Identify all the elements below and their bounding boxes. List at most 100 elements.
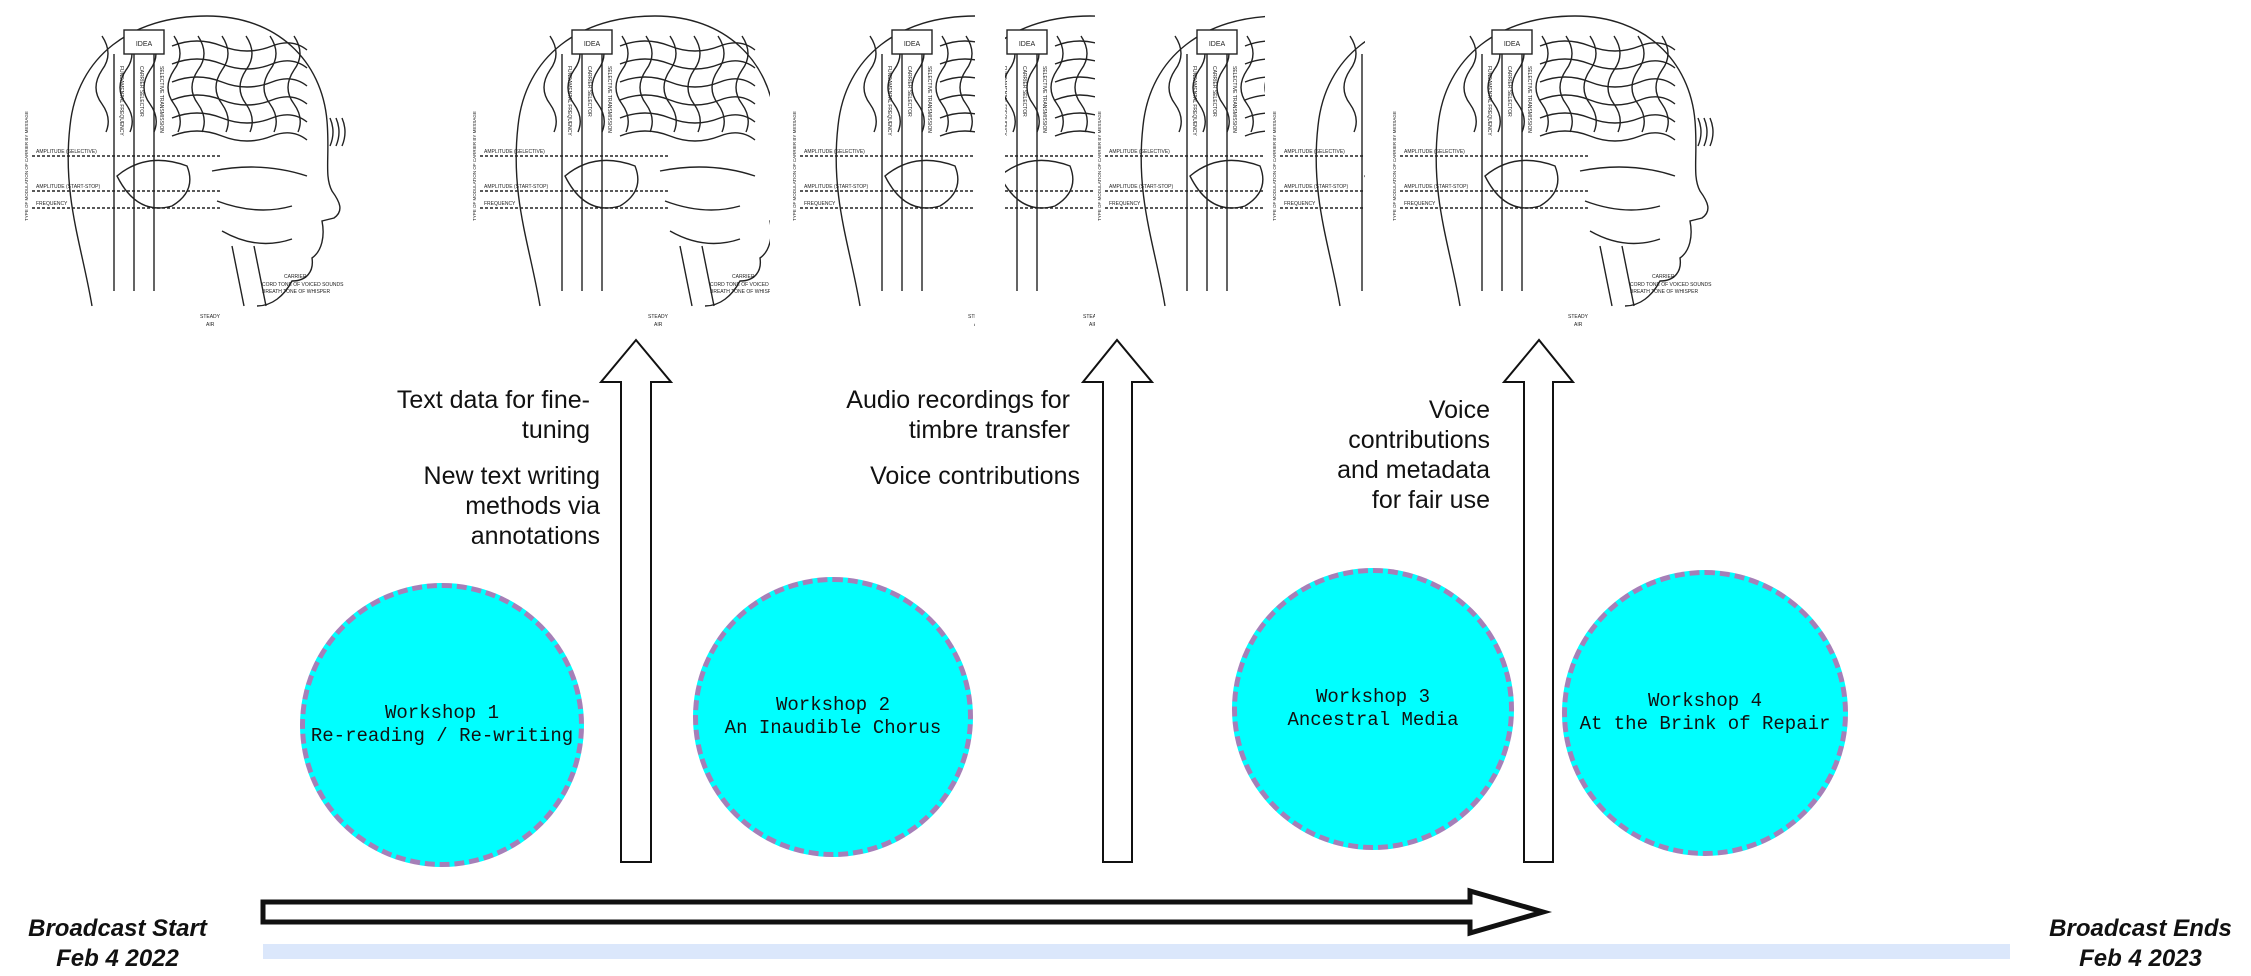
air-label: AIR: [1089, 322, 1095, 328]
vertical-label: SELECTIVE TRANSMISSION: [926, 66, 932, 133]
brain-fold: [619, 58, 756, 70]
jaw: [211, 166, 308, 245]
brain-fold: [1539, 94, 1676, 106]
brain-fold: [263, 35, 277, 133]
workshop-title: Workshop 2: [775, 694, 891, 716]
cerebellum: [884, 159, 959, 209]
side-label: AMPLITUDE (START-STOP): [804, 184, 869, 190]
workshop-title: Workshop 3: [1315, 686, 1431, 708]
vertical-label: FUNDAMENTAL FREQUENCY: [118, 66, 124, 136]
up-arrow-1: [598, 338, 674, 863]
vertical-label: CARRIER SELECTOR: [1211, 66, 1217, 117]
brain-fold: [1343, 35, 1357, 133]
brain-fold: [711, 35, 725, 133]
brain-fold: [1054, 94, 1095, 101]
brain-fold: [619, 112, 756, 124]
cord-label: CORD TONE OF VOICED SOUNDS: [1630, 282, 1712, 288]
brain-fold: [1583, 35, 1597, 133]
side-label: AMPLITUDE (SELECTIVE): [804, 149, 865, 155]
side-label: AMPLITUDE (START-STOP): [1284, 184, 1349, 190]
brain-fold: [171, 130, 308, 142]
vertical-label: CARRIER SELECTOR: [1506, 66, 1512, 117]
brain-fold: [1240, 35, 1254, 133]
note-workshop-3: Voice contributions and metadata for fai…: [1320, 395, 1490, 531]
brain-fold: [1607, 35, 1621, 133]
cerebellum: [1189, 159, 1264, 209]
timeline-arrow: [260, 887, 1553, 937]
brain-fold: [939, 94, 975, 101]
breath-label: BREATH TONE OF WHISPER: [262, 289, 330, 295]
vertical-label: SELECTIVE TRANSMISSION: [1041, 66, 1047, 133]
side-label: AMPLITUDE (START-STOP): [1404, 184, 1469, 190]
workshop-subtitle: Ancestral Media: [1287, 709, 1459, 731]
windpipe: [1599, 245, 1635, 307]
brain-fold: [1054, 76, 1095, 83]
brain-fold: [191, 35, 205, 133]
side-label: FREQUENCY: [1109, 201, 1141, 207]
side-label: AMPLITUDE (START-STOP): [36, 184, 101, 190]
workshop-subtitle: At the Brink of Repair: [1579, 713, 1831, 735]
note-workshop-1: Text data for fine-tuning New text writi…: [370, 385, 600, 567]
side-label: AMPLITUDE (SELECTIVE): [484, 149, 545, 155]
workshop-4-circle: Workshop 4 At the Brink of Repair: [1562, 570, 1848, 856]
idea-label: IDEA: [136, 41, 153, 48]
rotated-label: TYPE OF MODULATION OF CARRIER BY MESSAGE: [1097, 111, 1102, 221]
note-workshop-2: Audio recordings for timbre transfer Voi…: [835, 385, 1080, 507]
jaw: [1579, 166, 1676, 245]
brain-fold: [1539, 112, 1676, 124]
cerebellum: [116, 159, 191, 209]
brain-fold: [1168, 35, 1182, 133]
head-outline: [1140, 15, 1265, 307]
steady-label: STEADY: [1568, 314, 1589, 320]
brain-fold: [239, 35, 253, 133]
brain-fold: [215, 35, 229, 133]
vertical-label: CARRIER SELECTOR: [1021, 66, 1027, 117]
sound-wave: [1703, 117, 1708, 147]
carrier-label: CARRIER: [732, 274, 755, 280]
brain-fold: [1539, 58, 1676, 70]
air-label: AIR: [974, 322, 975, 328]
breath-label: BREATH TONE OF WHISPER: [1630, 289, 1698, 295]
brain-fold: [935, 35, 949, 133]
brain-fold: [1054, 130, 1095, 137]
side-label: FREQUENCY: [804, 201, 836, 207]
brain-fold: [1463, 35, 1477, 133]
vertical-label: SELECTIVE TRANSMISSION: [158, 66, 164, 133]
side-label: AMPLITUDE (SELECTIVE): [1404, 149, 1465, 155]
idea-label: IDEA: [1209, 41, 1226, 48]
vertical-label: FUNDAMENTAL FREQUENCY: [566, 66, 572, 136]
cerebellum: [1484, 159, 1559, 209]
rotated-label: TYPE OF MODULATION OF CARRIER BY MESSAGE: [792, 111, 797, 221]
cerebellum: [564, 159, 639, 209]
workshop-1-circle: Workshop 1 Re-reading / Re-writing: [300, 583, 584, 867]
rotated-label: TYPE OF MODULATION OF CARRIER BY MESSAGE: [472, 111, 477, 221]
side-label: AMPLITUDE (SELECTIVE): [1284, 149, 1345, 155]
head-outline: [835, 15, 975, 307]
vertical-label: FUNDAMENTAL FREQUENCY: [886, 66, 892, 136]
sound-wave: [329, 117, 334, 147]
end-label: Broadcast Ends: [2049, 915, 2232, 942]
workshop-subtitle: Re-reading / Re-writing: [310, 725, 574, 747]
vertical-label: CARRIER SELECTOR: [138, 66, 144, 117]
workshop-title: Workshop 1: [384, 702, 500, 724]
brain-fold: [1050, 35, 1064, 133]
air-label: AIR: [1574, 322, 1583, 328]
carrier-label: CARRIER: [1652, 274, 1675, 280]
vertical-label: SELECTIVE TRANSMISSION: [1231, 66, 1237, 133]
vertical-label: CARRIER SELECTOR: [906, 66, 912, 117]
vertical-label: SELECTIVE TRANSMISSION: [606, 66, 612, 133]
head-outline: [1435, 15, 1709, 307]
side-label: AMPLITUDE (START-STOP): [484, 184, 549, 190]
broadcast-end-label: Broadcast Ends Feb 4 2023: [2030, 914, 2251, 974]
brain-fold: [1539, 40, 1676, 52]
timeline-bar: [263, 944, 2010, 959]
brain-fold: [663, 35, 677, 133]
